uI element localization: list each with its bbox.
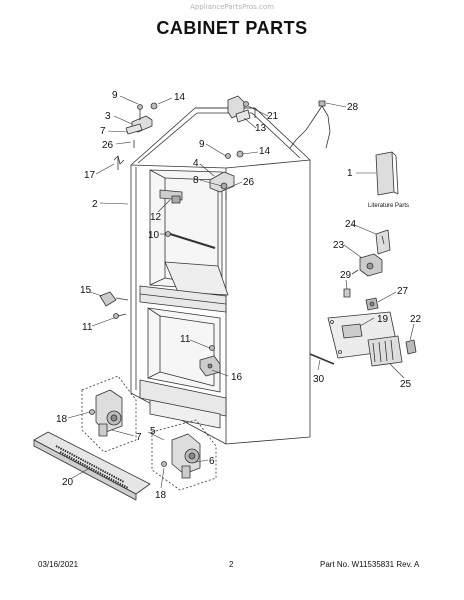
rail-10 (165, 231, 216, 249)
clip-27 (365, 297, 379, 311)
callout: 1 (347, 168, 353, 179)
callout: 26 (102, 140, 114, 151)
top-hinge-left (125, 102, 158, 148)
callout: 30 (313, 374, 325, 385)
callout: 18 (155, 490, 167, 501)
grille-25 (367, 335, 403, 367)
callout: 12 (150, 212, 162, 223)
right-roller-assembly (151, 419, 217, 491)
callout: 6 (209, 456, 215, 467)
callout: 10 (148, 230, 160, 241)
callout: 25 (400, 379, 412, 390)
bracket-17 (113, 155, 125, 170)
water-valve-23 (351, 253, 383, 277)
screw-11-right (209, 345, 215, 351)
footer-part-number: Part No. W11535831 Rev. A (320, 560, 420, 569)
callout: 17 (84, 170, 96, 181)
screw-11-left (113, 313, 127, 319)
callout: 5 (150, 426, 156, 437)
top-hinge-right (227, 95, 251, 123)
callout: 9 (199, 139, 205, 150)
callout: 24 (345, 219, 357, 230)
tube-28 (289, 100, 331, 149)
toe-grille-20 (33, 431, 151, 501)
callout: 20 (62, 477, 74, 488)
callout: 7 (100, 126, 106, 137)
callout: 22 (410, 314, 422, 325)
callout: 29 (340, 270, 352, 281)
callout: 19 (377, 314, 389, 325)
cabinet-body (130, 107, 311, 445)
clip-22 (405, 339, 417, 355)
callout: 13 (255, 123, 267, 134)
callout: 16 (231, 372, 243, 383)
bracket-15 (99, 291, 129, 307)
callout: 26 (243, 177, 255, 188)
strip-30 (309, 353, 335, 365)
bracket-24 (375, 229, 391, 255)
callout: 9 (112, 90, 118, 101)
callout: 23 (333, 240, 345, 251)
left-roller-assembly (81, 375, 137, 453)
callout: 14 (174, 92, 186, 103)
leader-lines (67, 95, 415, 489)
callout: 28 (347, 102, 359, 113)
footer-page-number: 2 (229, 560, 234, 569)
callout-labels: 9 14 3 7 26 17 2 21 13 28 9 14 4 8 26 12… (56, 90, 422, 501)
callout: 7 (136, 432, 142, 443)
callout: 4 (193, 158, 199, 169)
callout: 27 (397, 286, 409, 297)
literature-label: Literature Parts (368, 203, 409, 209)
callout: 21 (267, 111, 279, 122)
callout: 3 (105, 111, 111, 122)
screw-29 (343, 288, 351, 298)
callout: 15 (80, 285, 92, 296)
callout: 2 (92, 199, 98, 210)
footer-date: 03/16/2021 (38, 560, 79, 569)
page-title: CABINET PARTS (156, 18, 308, 38)
callout: 14 (259, 146, 271, 157)
watermark: AppliancePartsPros.com (190, 3, 274, 11)
literature-booklet (375, 151, 399, 196)
callout: 11 (180, 334, 191, 345)
callout: 18 (56, 414, 68, 425)
cover-12 (159, 189, 183, 204)
callout: 11 (82, 322, 93, 333)
callout: 8 (193, 175, 199, 186)
